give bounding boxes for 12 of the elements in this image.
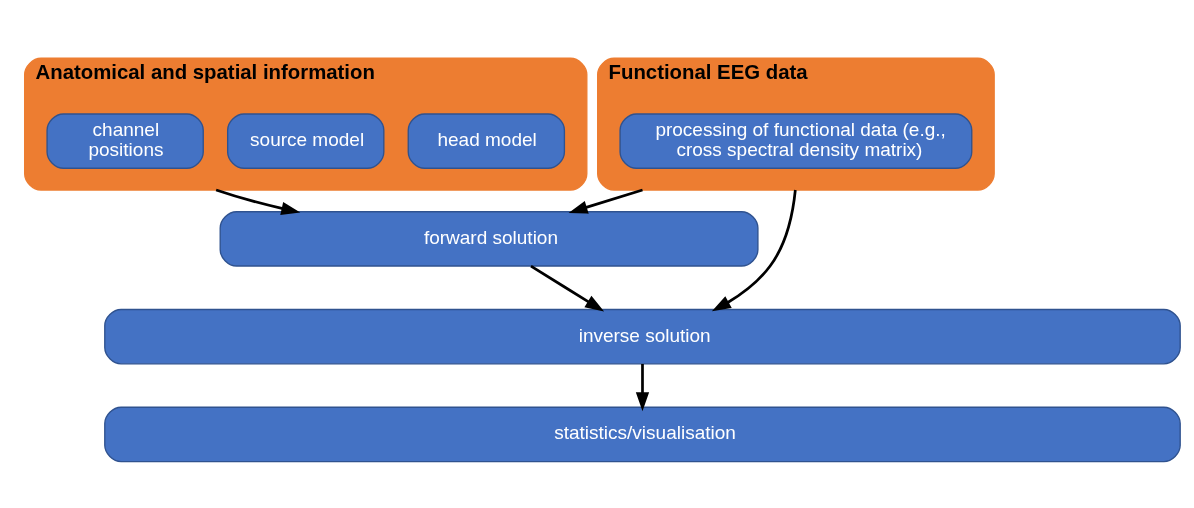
node-box: forward solution — [219, 210, 759, 267]
arrow — [635, 363, 650, 411]
node-box: processing of functional data (e.g., cross spectral density matrix) — [619, 112, 973, 169]
arrow — [215, 188, 301, 215]
node-box: channel positions — [46, 112, 204, 169]
node-box: inverse solution — [104, 308, 1181, 364]
arrow — [568, 188, 643, 214]
node-box: head model — [407, 112, 566, 169]
arrow — [530, 264, 605, 312]
node-box: statistics/visualisation — [104, 406, 1181, 462]
node-box: source model — [227, 112, 385, 169]
arrow — [711, 189, 797, 311]
